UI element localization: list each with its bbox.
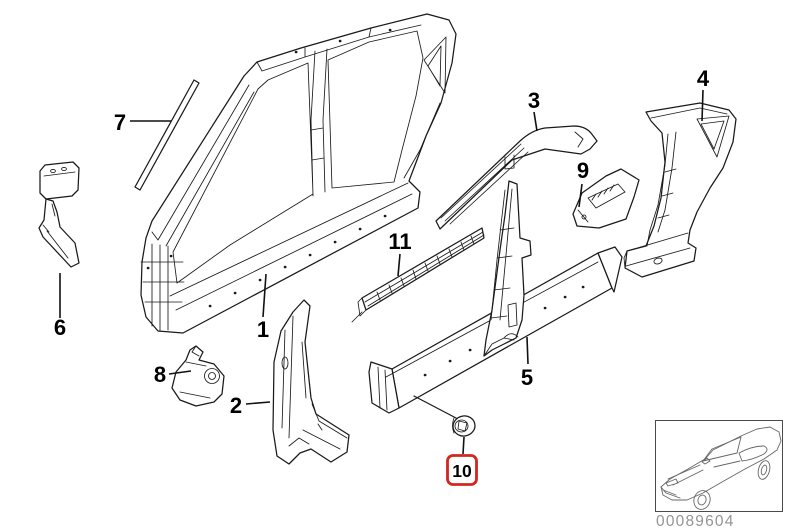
- car-inset: 00089604: [655, 420, 783, 530]
- part-callout-2[interactable]: 2: [230, 393, 242, 418]
- leader-line-3: [533, 111, 538, 132]
- diagram-code: 00089604: [656, 513, 735, 530]
- part-11-drawing: [351, 227, 485, 323]
- leader-line-9: [578, 183, 583, 208]
- part-callout-9[interactable]: 9: [577, 158, 589, 183]
- part-4-drawing: [623, 102, 737, 278]
- callouts: 1 2 3 4 5 6 7 8 9 11 10: [54, 66, 710, 486]
- part-3-drawing: [435, 125, 598, 230]
- part-callout-7[interactable]: 7: [114, 110, 126, 135]
- highlight-box[interactable]: [446, 454, 478, 486]
- part-5-drawing: [368, 180, 623, 414]
- part-9-drawing: [572, 168, 640, 229]
- part-6-drawing: [38, 161, 80, 268]
- leader-line-5: [526, 336, 529, 365]
- rivet-dots: [146, 28, 392, 308]
- leader-line-4: [701, 89, 704, 122]
- part-callout-3[interactable]: 3: [528, 88, 540, 113]
- part-callout-4[interactable]: 4: [697, 66, 710, 91]
- leader-line-2: [245, 401, 271, 405]
- part-callout-10[interactable]: 10: [452, 461, 472, 481]
- callout-10-highlighted[interactable]: 10: [446, 454, 478, 486]
- car-thumbnail-drawing: [660, 426, 782, 510]
- part-callout-11[interactable]: 11: [388, 229, 411, 254]
- part-callout-1[interactable]: 1: [257, 317, 269, 342]
- rivet-dots: [423, 285, 585, 377]
- part-1-drawing: [140, 13, 457, 334]
- leader-line-11: [397, 253, 401, 277]
- part-callout-8[interactable]: 8: [154, 362, 166, 387]
- part-2-drawing: [272, 299, 350, 465]
- part-callout-6[interactable]: 6: [54, 315, 66, 340]
- leader-line-10: [462, 436, 465, 455]
- part-8-drawing: [171, 345, 225, 407]
- part-10-grommet-drawing: [413, 395, 476, 437]
- leader-line-1: [262, 273, 267, 318]
- part-callout-5[interactable]: 5: [521, 365, 533, 390]
- part-7-drawing: [134, 79, 200, 191]
- leader-line-8: [168, 370, 192, 375]
